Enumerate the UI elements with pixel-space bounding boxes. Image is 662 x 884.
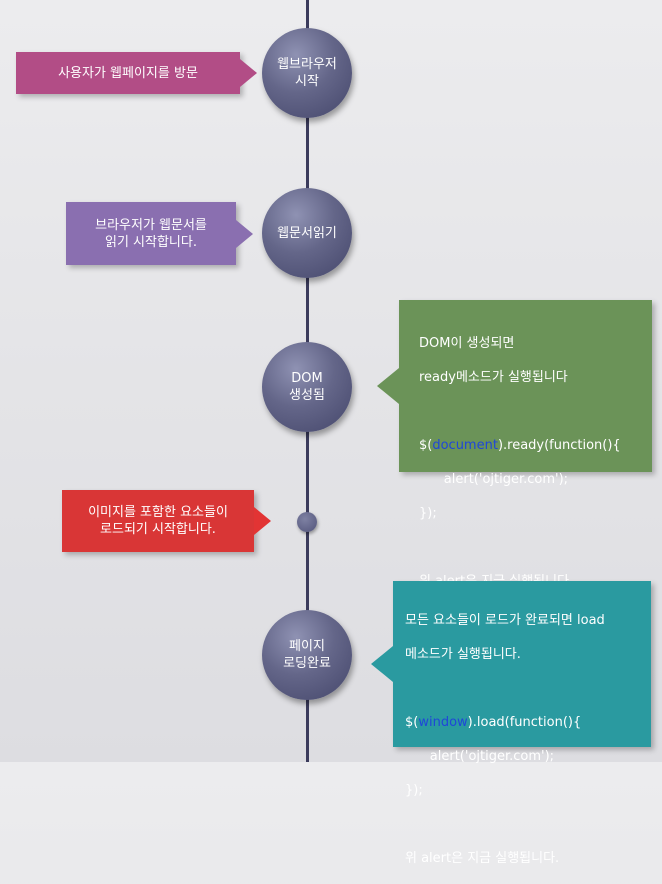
node-images-loading-dot <box>297 512 317 532</box>
ready-code-line1: $(document).ready(function(){ <box>419 437 636 454</box>
ready-code-keyword: document <box>432 438 498 453</box>
load-note: 위 alert은 지금 실행됩니다. <box>405 851 560 866</box>
node-dom-created: DOM 생성됨 <box>262 342 352 432</box>
load-intro-line2: 메소드가 실행됩니다. <box>405 647 521 662</box>
callout-user-visit-text: 사용자가 웹페이지를 방문 <box>58 65 198 81</box>
load-code-close: }); <box>405 783 423 798</box>
callout-images-loading-text: 이미지를 포함한 요소들이 로드되기 시작합니다. <box>88 505 228 537</box>
node-browser-start: 웹브라우저 시작 <box>262 28 352 118</box>
callout-images-loading: 이미지를 포함한 요소들이 로드되기 시작합니다. <box>62 490 254 552</box>
lifecycle-diagram: 웹브라우저 시작 웹문서읽기 DOM 생성됨 페이지 로딩완료 사용자가 웹페이… <box>0 0 662 762</box>
node-page-loaded: 페이지 로딩완료 <box>262 610 352 700</box>
load-code-body: alert('ojtiger.com'); <box>405 749 555 764</box>
ready-code-prefix: $( <box>419 438 433 453</box>
ready-intro-line1: DOM이 생성되면 <box>419 336 515 351</box>
load-code-suffix: ).load(function(){ <box>467 715 582 730</box>
callout-browser-read: 브라우저가 웹문서를 읽기 시작합니다. <box>66 202 236 265</box>
callout-browser-read-text: 브라우저가 웹문서를 읽기 시작합니다. <box>95 217 207 250</box>
callout-dom-ready: DOM이 생성되면 ready메소드가 실행됩니다 $(document).re… <box>399 300 652 589</box>
load-code-prefix: $( <box>405 715 419 730</box>
load-code-keyword: window <box>418 715 468 730</box>
ready-code-close: }); <box>419 506 437 521</box>
node-read-document: 웹문서읽기 <box>262 188 352 278</box>
ready-intro-line2: ready메소드가 실행됩니다 <box>419 370 568 385</box>
ready-code-suffix: ).ready(function(){ <box>497 438 621 453</box>
load-intro-line1: 모든 요소들이 로드가 완료되면 load <box>405 613 605 628</box>
ready-code-body: alert('ojtiger.com'); <box>419 472 569 487</box>
callout-window-load: 모든 요소들이 로드가 완료되면 load 메소드가 실행됩니다. $(wind… <box>393 581 651 866</box>
load-code-line1: $(window).load(function(){ <box>405 714 641 731</box>
callout-user-visit: 사용자가 웹페이지를 방문 <box>16 52 240 94</box>
